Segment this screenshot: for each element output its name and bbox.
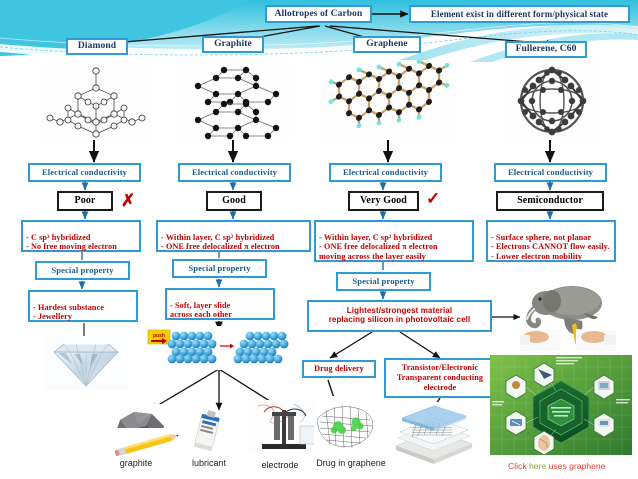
bonding-detail-graphite: - Within layer, C sp² hybridized - ONE f… bbox=[156, 220, 311, 252]
drug-in-graphene-photo bbox=[314, 396, 380, 456]
pencil-photo bbox=[112, 428, 188, 460]
allotrope-name-label: Graphene bbox=[366, 39, 408, 50]
caption-lubricant: lubricant bbox=[178, 458, 240, 468]
rank-text: Very Good bbox=[360, 195, 407, 207]
fullerene-buckyball-structure-image bbox=[503, 62, 601, 140]
elephant-balancing-on-pencil-photo bbox=[520, 279, 616, 351]
special-property-graphite: - Soft, layer slide across each other bbox=[165, 288, 275, 320]
allotrope-name-fullerene[interactable]: Fullerene, C60 bbox=[505, 41, 587, 58]
caption-lubricant-text: lubricant bbox=[191, 458, 227, 468]
lubricant-tube-photo bbox=[186, 410, 232, 454]
special-property-text: - Hardest substance - Jewellery bbox=[33, 303, 105, 322]
conductivity-rank-graphene: Very Good bbox=[348, 191, 419, 211]
conductivity-rank-fullerene: Semiconductor bbox=[496, 191, 604, 211]
bonding-detail-text: - C sp³ hybridized - No free moving elec… bbox=[26, 233, 117, 252]
conductivity-label-graphite: Electrical conductivity bbox=[178, 163, 291, 182]
cross-icon-glyph: ✗ bbox=[121, 191, 136, 210]
special-property-label-text: Special property bbox=[51, 264, 114, 275]
allotropes-of-carbon-label: Allotropes of Carbon bbox=[274, 8, 363, 19]
caption-graphite: graphite bbox=[106, 458, 166, 468]
allotrope-name-label: Graphite bbox=[214, 39, 252, 50]
caption-drug-in-graphene: Drug in graphene bbox=[312, 458, 390, 468]
allotropes-of-carbon-title-box: Allotropes of Carbon bbox=[265, 5, 372, 23]
diamond-gem-photo bbox=[44, 336, 128, 390]
conductivity-label-text: Electrical conductivity bbox=[342, 166, 429, 177]
bonding-detail-diamond: - C sp³ hybridized - No free moving elec… bbox=[21, 220, 141, 252]
allotrope-name-diamond[interactable]: Diamond bbox=[66, 38, 128, 55]
transistor-label: Transistor/Electronic Transparent conduc… bbox=[396, 362, 484, 393]
tick-icon: ✓ bbox=[426, 189, 440, 209]
application-drug-delivery[interactable]: Drug delivery bbox=[302, 360, 376, 378]
conductivity-label-text: Electrical conductivity bbox=[41, 166, 128, 177]
caption-drug-in-graphene-text: Drug in graphene bbox=[316, 458, 386, 468]
bonding-detail-fullerene: - Surface sphere, not planar - Electrons… bbox=[486, 220, 616, 262]
tick-icon-glyph: ✓ bbox=[426, 189, 441, 208]
graphite-layers-structure-image bbox=[178, 62, 290, 140]
conductivity-label-graphene: Electrical conductivity bbox=[329, 163, 442, 182]
drug-delivery-label: Drug delivery bbox=[314, 364, 364, 374]
rank-text: Good bbox=[222, 195, 246, 207]
bonding-detail-text: - Within layer, C sp² hybridized - ONE f… bbox=[319, 233, 438, 261]
bonding-detail-text: - Surface sphere, not planar - Electrons… bbox=[491, 233, 610, 261]
special-property-text: Lightest/strongest material replacing si… bbox=[328, 306, 471, 324]
click-suffix-text: uses graphene bbox=[546, 461, 606, 471]
bonding-detail-text: - Within layer, C sp² hybridized - ONE f… bbox=[161, 233, 280, 252]
cross-icon: ✗ bbox=[121, 191, 135, 211]
click-prefix-text: Click bbox=[508, 461, 530, 471]
caption-electrode-text: electrode bbox=[261, 460, 299, 470]
blue-spheres-layer-sliding-photo: push bbox=[146, 326, 294, 370]
special-property-label-diamond: Special property bbox=[35, 261, 130, 280]
special-property-label-graphite: Special property bbox=[172, 259, 267, 278]
electrode-apparatus-photo bbox=[248, 400, 320, 454]
click-here-uses-graphene-line[interactable]: Click here uses graphene bbox=[508, 461, 605, 471]
conductivity-rank-diamond: Poor bbox=[57, 191, 113, 211]
allotrope-name-label: Diamond bbox=[77, 41, 117, 52]
rank-text: Semiconductor bbox=[517, 195, 583, 207]
rank-text: Poor bbox=[74, 195, 96, 207]
special-property-graphene: Lightest/strongest material replacing si… bbox=[307, 300, 492, 332]
special-property-label-text: Special property bbox=[352, 275, 415, 286]
caption-graphite-text: graphite bbox=[119, 458, 153, 468]
svg-text:push: push bbox=[153, 333, 165, 339]
definition-label: Element exist in different form/physical… bbox=[430, 8, 609, 19]
special-property-label-graphene: Special property bbox=[336, 272, 431, 291]
allotrope-name-graphite[interactable]: Graphite bbox=[202, 36, 264, 53]
special-property-diamond: - Hardest substance - Jewellery bbox=[28, 290, 138, 322]
allotrope-name-label: Fullerene, C60 bbox=[515, 44, 577, 55]
conductivity-label-text: Electrical conductivity bbox=[191, 166, 278, 177]
conductivity-rank-graphite: Good bbox=[206, 191, 262, 211]
caption-electrode: electrode bbox=[248, 460, 312, 470]
definition-box: Element exist in different form/physical… bbox=[409, 5, 630, 23]
conductivity-label-diamond: Electrical conductivity bbox=[28, 163, 141, 182]
transparent-conducting-electrode-photo bbox=[382, 402, 478, 464]
graphene-honeycomb-structure-image bbox=[325, 60, 453, 140]
special-property-text: - Soft, layer slide across each other bbox=[170, 301, 233, 320]
here-link[interactable]: here bbox=[529, 461, 547, 471]
application-transistor-electrode[interactable]: Transistor/Electronic Transparent conduc… bbox=[384, 358, 496, 398]
conductivity-label-text: Electrical conductivity bbox=[507, 166, 594, 177]
allotrope-name-graphene[interactable]: Graphene bbox=[353, 36, 421, 53]
bonding-detail-graphene: - Within layer, C sp² hybridized - ONE f… bbox=[314, 220, 474, 262]
conductivity-label-fullerene: Electrical conductivity bbox=[494, 163, 607, 182]
special-property-label-text: Special property bbox=[188, 262, 251, 273]
graphene-uses-green-infographic[interactable] bbox=[490, 355, 632, 455]
diamond-lattice-structure-image bbox=[44, 62, 148, 140]
